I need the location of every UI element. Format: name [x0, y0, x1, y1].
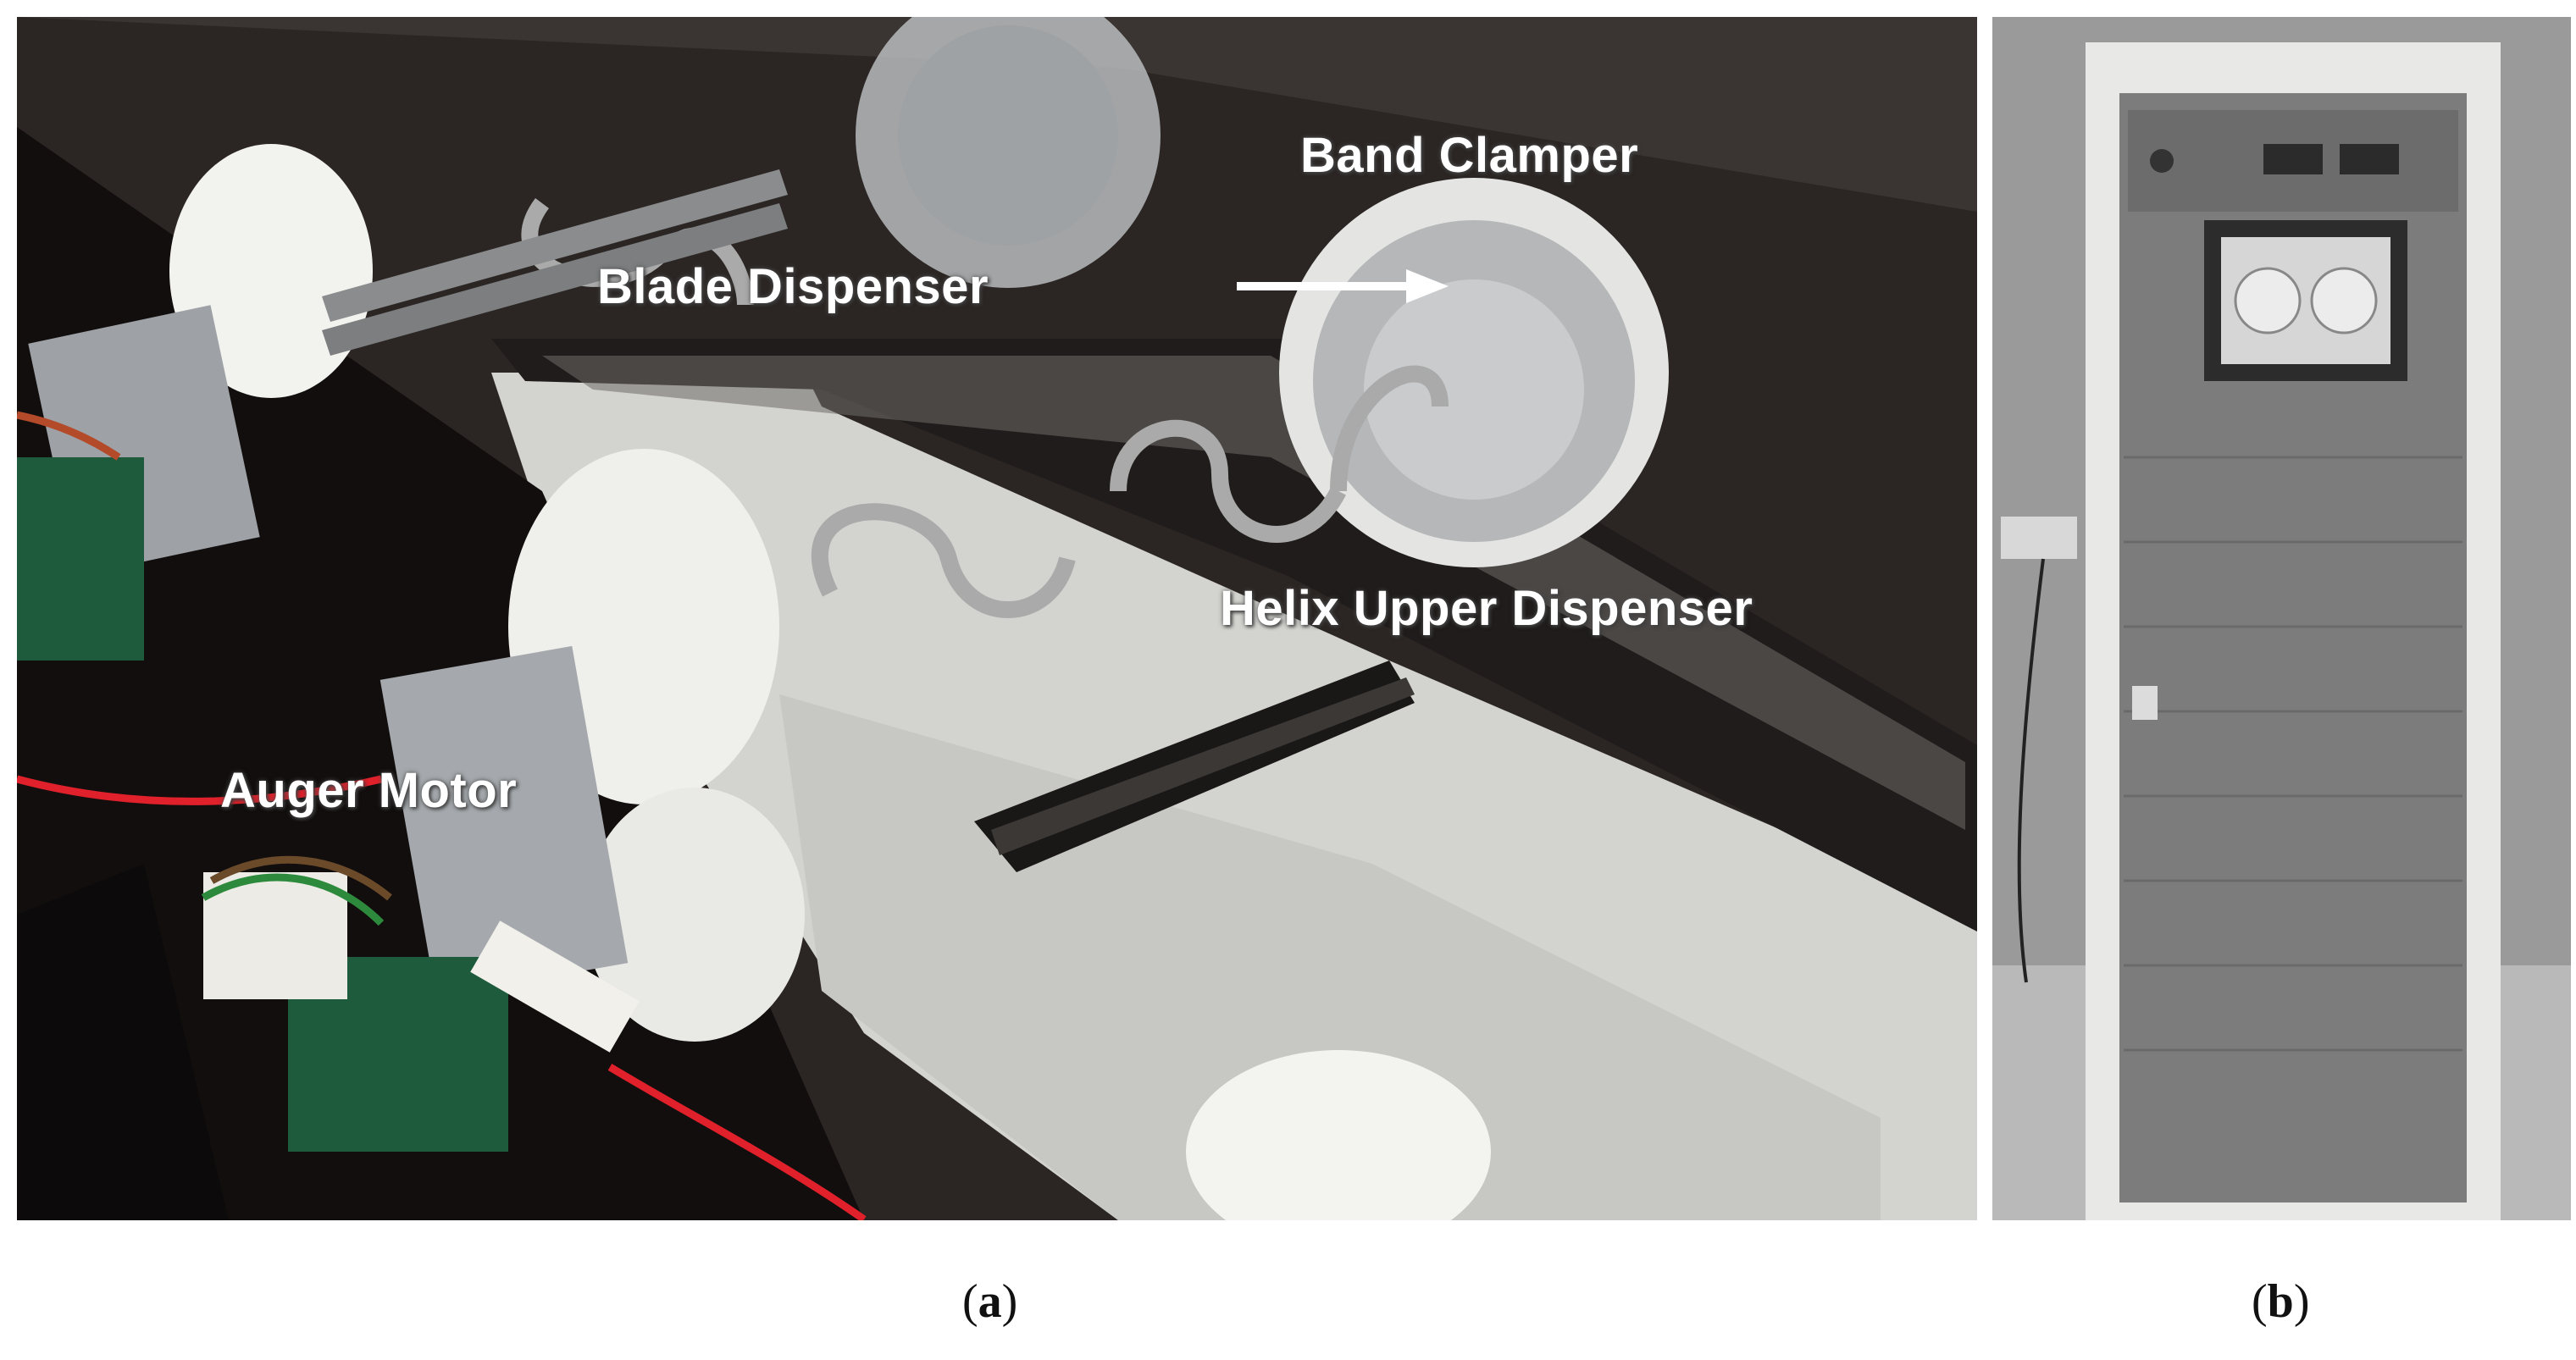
label-b-close: ) [2293, 1275, 2310, 1328]
gauge-left [2234, 267, 2302, 334]
label-a-open: ( [962, 1275, 978, 1328]
wall-outlet [2001, 517, 2077, 559]
panel-label-b: (b) [2252, 1274, 2309, 1329]
callout-arrow-head [1406, 269, 1449, 303]
callout-helix-upper-dispenser: Helix Upper Dispenser [1220, 581, 1753, 636]
roller-top [169, 144, 373, 398]
label-b-letter: b [2267, 1275, 2294, 1328]
photo-panel-a: Band Clamper Blade Dispenser Helix Upper… [17, 17, 1977, 1220]
motor-upper-housing [17, 457, 144, 661]
power-cable [2017, 558, 2045, 983]
mechanism-photo [17, 17, 1977, 1220]
callout-band-clamper: Band Clamper [1300, 128, 1639, 183]
callout-blade-dispenser: Blade Dispenser [597, 259, 989, 314]
photo-panel-b [1992, 17, 2571, 1220]
knob [2150, 149, 2174, 173]
callout-auger-motor: Auger Motor [220, 763, 518, 818]
auger-motor-connector [203, 872, 347, 999]
back-wall [17, 17, 1977, 212]
roller-lower [584, 788, 805, 1042]
label-b-open: ( [2252, 1275, 2268, 1328]
band-clamper-hub [1364, 279, 1584, 500]
roller-bottom [1186, 1050, 1491, 1220]
label-a-letter: a [978, 1275, 1002, 1328]
rod-upper [322, 169, 788, 322]
white-plug [470, 920, 640, 1053]
slider-highlight [991, 677, 1415, 855]
panel-label-a: (a) [962, 1274, 1017, 1329]
label-a-close: ) [1001, 1275, 1018, 1328]
motor-wires [17, 411, 867, 1220]
cabinet-photo [1992, 17, 2571, 1220]
door-latch [2132, 686, 2158, 720]
display-right [2340, 144, 2399, 174]
gauge-right [2310, 267, 2378, 334]
display-left [2263, 144, 2323, 174]
powder-dust [542, 356, 1965, 830]
rod-lower [322, 203, 788, 356]
frame-corner [17, 864, 229, 1220]
blade-wheel-inner [898, 25, 1118, 246]
shelves [2124, 456, 2462, 1052]
auger-motor-plate [379, 645, 629, 998]
